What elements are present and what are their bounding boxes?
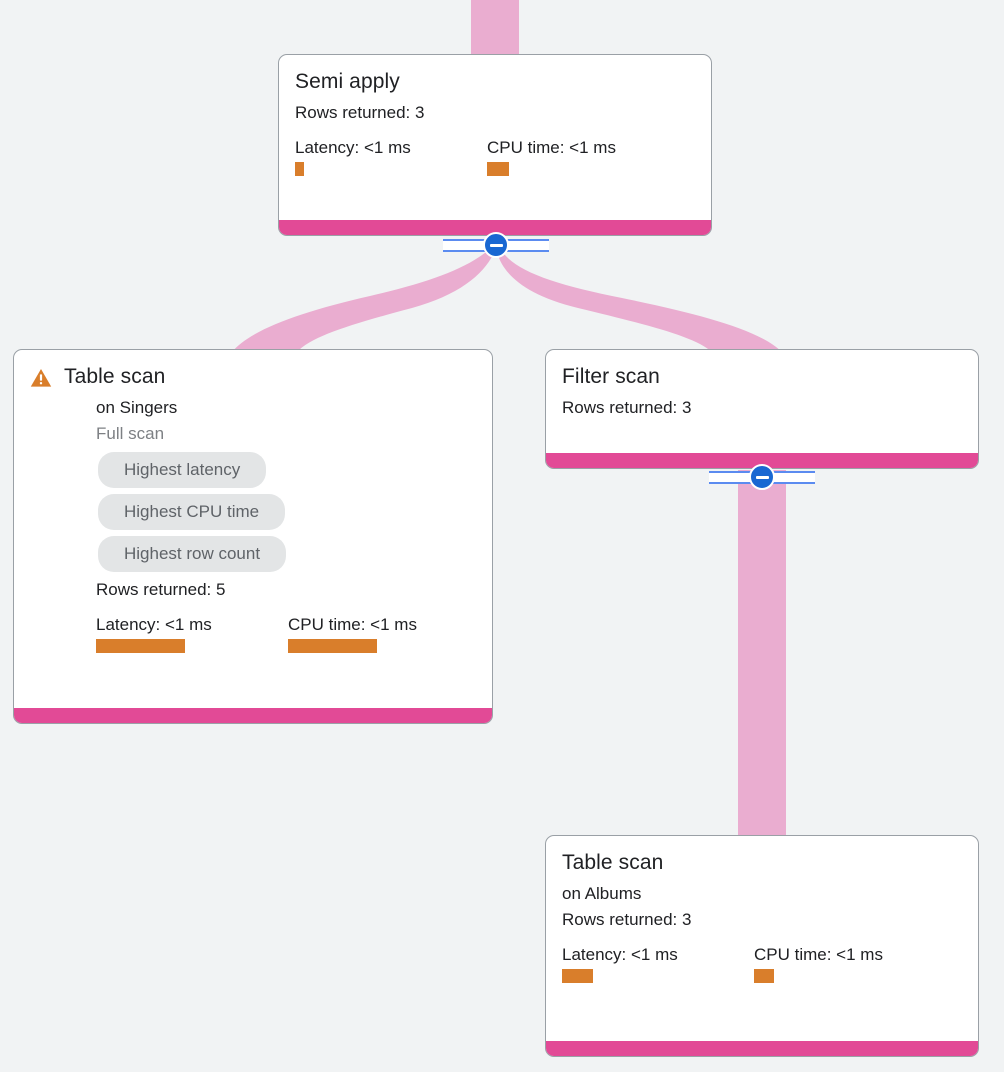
node-table-scan-singers-scan-type: Full scan: [96, 424, 165, 443]
node-filter-scan[interactable]: Filter scan Rows returned: 3: [545, 349, 979, 469]
node-semi-apply-accent-bar: [279, 220, 711, 235]
minus-glyph: [755, 475, 769, 479]
node-table-scan-singers-body: Table scan on Singers Full scan Highest …: [14, 350, 492, 708]
minus-circle-icon[interactable]: [749, 464, 775, 490]
minus-circle-icon[interactable]: [483, 232, 509, 258]
node-filter-scan-title: Filter scan: [562, 365, 660, 388]
node-semi-apply[interactable]: Semi apply Rows returned: 3 Latency: <1 …: [278, 54, 712, 236]
node-table-scan-singers-metrics: Latency: <1 ms CPU time: <1 ms: [96, 614, 476, 653]
node-table-scan-albums-target: on Albums: [562, 884, 642, 903]
chip-highest-cpu-time[interactable]: Highest CPU time: [98, 494, 286, 530]
node-table-scan-albums-latency-metric: Latency: <1 ms: [562, 944, 754, 983]
node-table-scan-albums-body: Table scan on Albums Rows returned: 3 La…: [546, 836, 978, 1041]
node-semi-apply-rows-returned: Rows returned: 3: [295, 103, 425, 122]
node-table-scan-albums-cpu-metric: CPU time: <1 ms: [754, 944, 883, 983]
node-table-scan-singers-details: on Singers Full scan Highest latency Hig…: [30, 390, 476, 653]
node-table-scan-singers-title-row: Table scan: [30, 364, 476, 390]
node-table-scan-singers-accent-bar: [14, 708, 492, 723]
node-table-scan-albums-latency-bar: [562, 969, 593, 983]
node-table-scan-singers-rows-returned: Rows returned: 5: [96, 580, 226, 599]
edge-semi-apply-to-table-scan-singers: [232, 246, 496, 352]
node-semi-apply-title-row: Semi apply: [295, 69, 695, 95]
node-filter-scan-accent-bar: [546, 453, 978, 468]
node-semi-apply-body: Semi apply Rows returned: 3 Latency: <1 …: [279, 55, 711, 220]
chip-highest-row-count[interactable]: Highest row count: [98, 536, 287, 572]
chip-highest-latency[interactable]: Highest latency: [98, 452, 267, 488]
node-table-scan-singers-cpu-metric: CPU time: <1 ms: [288, 614, 417, 653]
node-table-scan-singers-chips: Highest latency Highest CPU time Highest…: [96, 452, 476, 572]
node-table-scan-albums-title-row: Table scan: [562, 850, 962, 876]
node-table-scan-albums-cpu-bar: [754, 969, 774, 983]
node-semi-apply-cpu-metric: CPU time: <1 ms: [487, 137, 616, 176]
node-table-scan-singers-title: Table scan: [64, 365, 166, 388]
edge-into-semi-apply: [471, 0, 519, 56]
node-table-scan-albums-metrics: Latency: <1 ms CPU time: <1 ms: [562, 944, 962, 983]
node-filter-scan-rows-returned: Rows returned: 3: [562, 398, 692, 417]
node-table-scan-singers-target: on Singers: [96, 398, 178, 417]
node-table-scan-albums[interactable]: Table scan on Albums Rows returned: 3 La…: [545, 835, 979, 1057]
node-semi-apply-latency-bar: [295, 162, 304, 176]
collapse-toggle-semi-apply[interactable]: [443, 231, 549, 259]
node-semi-apply-title: Semi apply: [295, 70, 400, 93]
node-table-scan-albums-rows-returned: Rows returned: 3: [562, 910, 692, 929]
warning-triangle-icon: [30, 369, 52, 387]
node-table-scan-singers-latency-label: Latency: <1 ms: [96, 615, 212, 634]
node-semi-apply-cpu-label: CPU time: <1 ms: [487, 138, 616, 157]
node-semi-apply-cpu-bar: [487, 162, 509, 176]
edge-filter-scan-to-table-scan-albums: [738, 470, 786, 838]
node-table-scan-singers-latency-metric: Latency: <1 ms: [96, 614, 288, 653]
node-filter-scan-body: Filter scan Rows returned: 3: [546, 350, 978, 453]
node-table-scan-singers-latency-bar: [96, 639, 185, 653]
node-table-scan-albums-cpu-label: CPU time: <1 ms: [754, 945, 883, 964]
collapse-toggle-filter-scan[interactable]: [709, 463, 815, 491]
node-table-scan-albums-accent-bar: [546, 1041, 978, 1056]
node-semi-apply-latency-label: Latency: <1 ms: [295, 138, 411, 157]
node-semi-apply-latency-metric: Latency: <1 ms: [295, 137, 487, 176]
node-table-scan-singers[interactable]: Table scan on Singers Full scan Highest …: [13, 349, 493, 724]
node-table-scan-singers-cpu-bar: [288, 639, 377, 653]
node-filter-scan-title-row: Filter scan: [562, 364, 962, 390]
node-table-scan-albums-latency-label: Latency: <1 ms: [562, 945, 678, 964]
edge-semi-apply-to-filter-scan: [496, 246, 782, 352]
node-semi-apply-metrics: Latency: <1 ms CPU time: <1 ms: [295, 137, 695, 176]
minus-glyph: [489, 243, 503, 247]
node-table-scan-singers-cpu-label: CPU time: <1 ms: [288, 615, 417, 634]
node-table-scan-albums-title: Table scan: [562, 851, 664, 874]
